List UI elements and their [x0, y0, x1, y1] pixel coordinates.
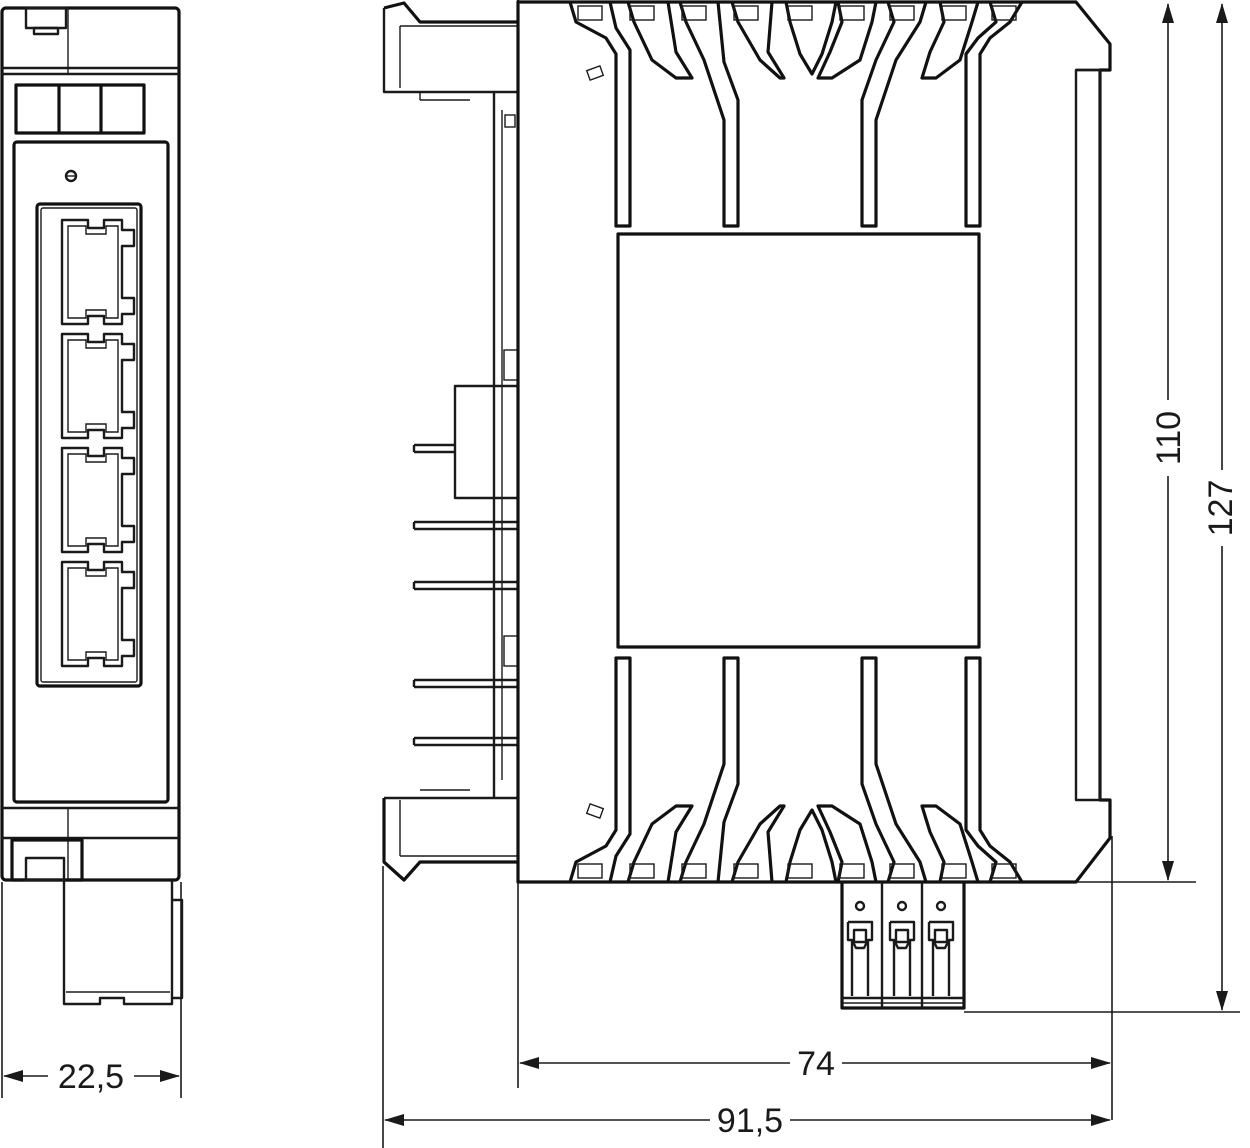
- fin: [678, 1, 740, 228]
- fin: [568, 656, 632, 883]
- pin: [412, 520, 518, 531]
- top-clip: [2, 6, 179, 76]
- fin: [784, 1, 838, 76]
- side-view: [382, 0, 1112, 884]
- fin: [626, 804, 694, 883]
- terminal-screw-icon: [927, 900, 955, 996]
- port-frame: [35, 202, 143, 688]
- fin: [860, 656, 928, 883]
- fin: [678, 656, 740, 883]
- pin: [412, 580, 518, 591]
- label-area: [616, 232, 981, 649]
- dimension-91-5: 91,5: [382, 866, 1111, 1148]
- rj45-port-icon: [60, 560, 136, 668]
- cooling-fins: [568, 1, 1024, 883]
- dimension-label-110: 110: [1150, 411, 1188, 465]
- fin: [964, 1, 1024, 228]
- rj45-port-icon: [60, 332, 136, 440]
- front-panel: [12, 140, 170, 804]
- fin: [816, 1, 878, 80]
- fin: [964, 656, 1024, 883]
- fin: [784, 808, 838, 883]
- terminal-screw-icon: [888, 900, 916, 996]
- dimension-label-127: 127: [1202, 480, 1240, 537]
- fin: [816, 804, 878, 883]
- dimension-label-74: 74: [797, 1045, 835, 1083]
- fin: [568, 1, 632, 228]
- fin: [730, 1, 786, 80]
- front-bottom-connector: [62, 880, 184, 1006]
- rj45-ports: [60, 218, 136, 668]
- dimension-label-91-5: 91,5: [717, 1102, 783, 1140]
- rear-plate: [492, 0, 520, 882]
- side-housing-outline: [516, 0, 1112, 884]
- dimension-label-22-5: 22,5: [58, 1058, 124, 1096]
- din-clip-bottom: [382, 789, 518, 882]
- rj45-port-icon: [60, 446, 136, 554]
- dimension-22-5: 22,5: [1, 882, 182, 1098]
- dimension-127: 127: [964, 3, 1240, 1013]
- fin: [860, 1, 928, 228]
- din-clip-top: [382, 1, 518, 101]
- fin: [920, 1, 980, 80]
- front-view: [0, 6, 184, 1006]
- led-icon: [64, 169, 78, 183]
- pin: [412, 736, 518, 747]
- fin: [730, 804, 786, 883]
- dimension-74: 74: [517, 836, 1113, 1120]
- fin: [920, 804, 980, 883]
- pin: [412, 678, 518, 689]
- front-housing-outline: [0, 6, 181, 882]
- bottom-fins: [568, 656, 1024, 883]
- dimension-110: 110: [1076, 3, 1196, 883]
- pin-row: [412, 520, 518, 747]
- indicator-block: [14, 83, 146, 135]
- terminal-block: [840, 882, 966, 1010]
- bottom-clip: [2, 806, 179, 882]
- fin: [626, 1, 694, 80]
- terminal-screw-icon: [846, 900, 874, 996]
- rj45-port-icon: [60, 218, 136, 326]
